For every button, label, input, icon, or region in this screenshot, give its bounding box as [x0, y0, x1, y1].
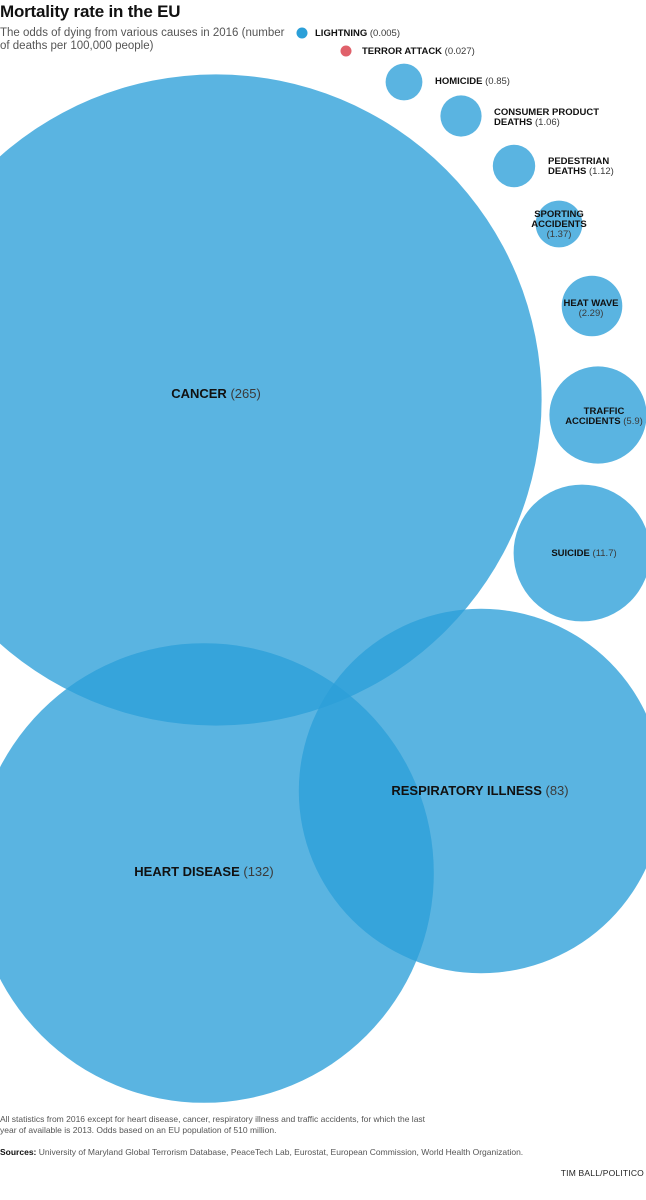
bubble-consumer-product-deaths — [440, 95, 482, 137]
chart-subtitle: The odds of dying from various causes in… — [0, 27, 285, 52]
bubble-homicide — [385, 63, 423, 101]
label-cancer: CANCER (265) — [171, 386, 261, 401]
bubble-heat-wave — [561, 275, 623, 337]
bubble-heart-disease — [0, 643, 434, 1103]
credit: TIM BALL/POLITICO — [560, 1168, 644, 1178]
footnote: All statistics from 2016 except for hear… — [0, 1114, 426, 1135]
label-homicide: HOMICIDE (0.85) — [435, 76, 510, 87]
bubble-cancer — [0, 74, 542, 726]
bubble-chart: LIGHTNING (0.005) TERROR ATTACK (0.027) HO… — [0, 27, 646, 1103]
bubble-suicide — [513, 484, 646, 622]
label-terror-attack: TERROR ATTACK (0.027) — [362, 46, 475, 57]
bubble-sporting-accidents — [535, 200, 583, 248]
bubble-terror-attack — [340, 45, 352, 57]
label-heat-wave: HEAT WAVE(2.29) — [563, 298, 618, 319]
sources-line: Sources: University of Maryland Global T… — [0, 1147, 640, 1157]
bubble-lightning — [296, 27, 308, 39]
chart-title: Mortality rate in the EU — [0, 2, 181, 21]
label-respiratory-illness: RESPIRATORY ILLNESS (83) — [391, 783, 568, 798]
label-suicide: SUICIDE (11.7) — [551, 548, 616, 559]
label-heart-disease: HEART DISEASE (132) — [134, 864, 273, 879]
bubble-pedestrian-deaths — [492, 144, 536, 188]
label-lightning: LIGHTNING (0.005) — [315, 28, 400, 39]
bubble-traffic-accidents — [549, 366, 646, 464]
sources-text: University of Maryland Global Terrorism … — [38, 1147, 524, 1157]
sources-label: Sources: — [0, 1147, 37, 1157]
